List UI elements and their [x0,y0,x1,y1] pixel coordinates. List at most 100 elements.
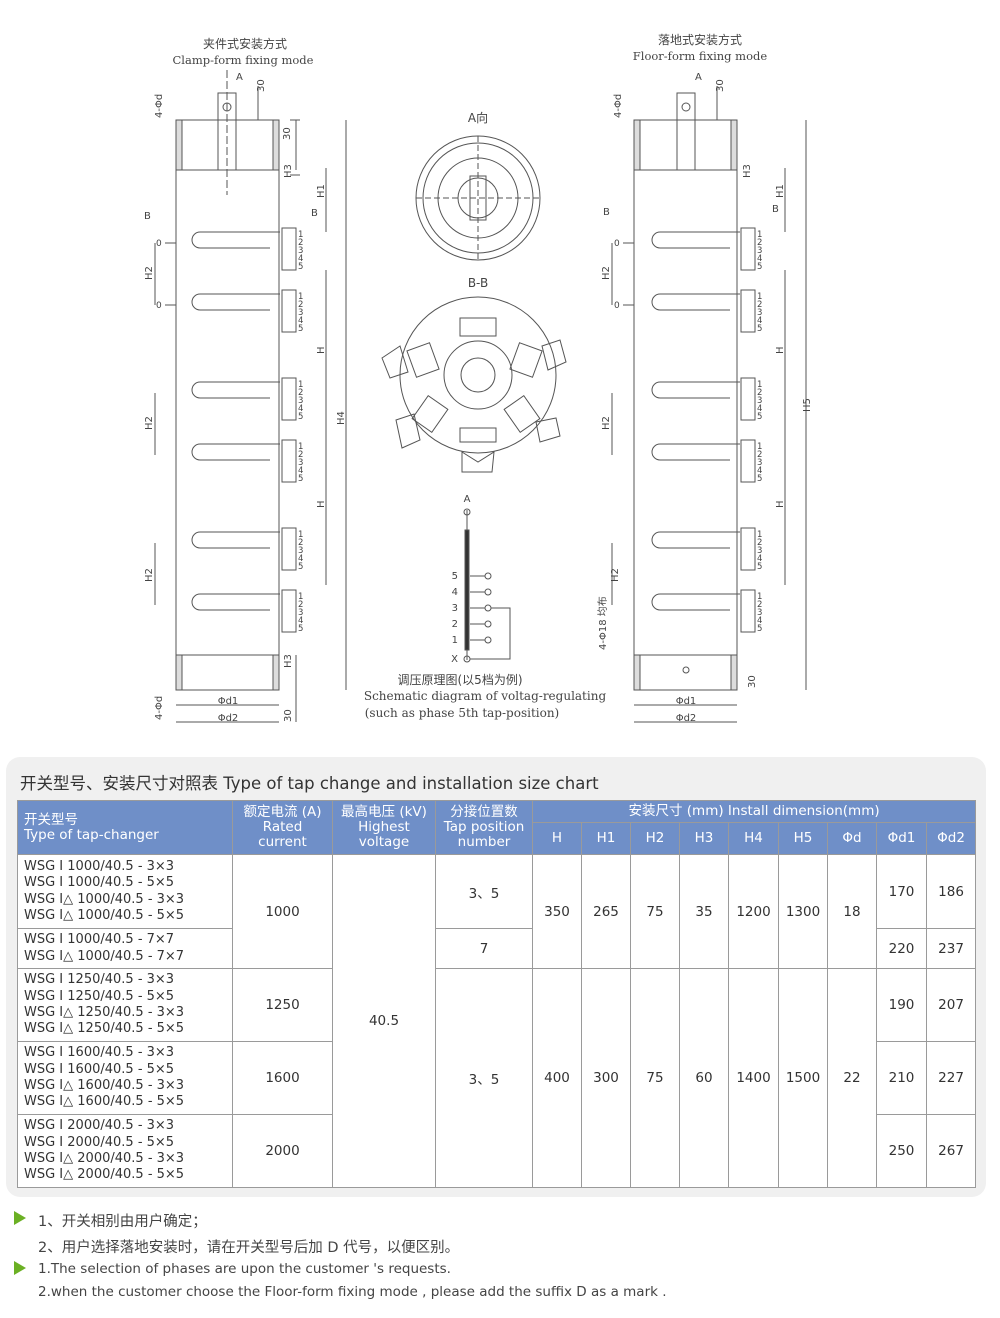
right-b-right: B [772,204,779,215]
schematic-tap-2: 2 [452,619,458,630]
contact-tap-number: 1 [298,292,303,302]
left-h2-2: H2 [144,416,155,430]
contact-tap-number: 3 [298,308,303,318]
contact-tap-number: 4 [298,404,303,414]
contact-tap-number: 3 [298,246,303,256]
note-en-1: 1.The selection of phases are upon the c… [38,1261,451,1277]
right-phid1: Φd1 [676,696,697,707]
left-4phid-top: 4-Φd [154,94,165,118]
contact-tap-number: 4 [298,466,303,476]
contact-tap-number: 3 [298,546,303,556]
contact-tap-number: 1 [298,230,303,240]
header-h3: H3 [679,822,729,855]
dim-h: 400 [532,968,582,1188]
schematic-tap-4: 4 [452,587,458,598]
right-4phid-top: 4-Φd [613,94,624,118]
dim-phid1: 220 [876,928,927,969]
section-bb-figure [381,296,567,473]
dim-h1: 265 [581,854,631,969]
header-h1: H1 [581,822,631,855]
dim-phid: 22 [827,968,877,1188]
contact-tap-number: 2 [298,538,303,548]
header-h: H [532,822,582,855]
contact-tap-number: 4 [757,404,762,414]
left-title-cn: 夹件式安装方式 [203,36,287,51]
dim-h4: 1200 [728,854,779,969]
right-h-2: H [775,500,786,508]
left-h3-top: H3 [283,164,294,178]
contact-tap-number: 4 [298,616,303,626]
dim-h2: 75 [630,968,680,1188]
clamp-form-view [154,70,347,723]
view-a-label: A向 [468,110,488,125]
left-dim-30-bottom: 30 [283,709,294,722]
contact-tap-number: 4 [298,316,303,326]
contact-tap-number: 2 [757,450,762,460]
left-h4: H4 [336,411,347,425]
rated-current: 1600 [232,1041,333,1115]
schematic-title-cn: 调压原理图(以5档为例) [398,673,523,687]
left-h3-bottom: H3 [283,654,294,668]
left-b-right: B [311,208,318,219]
contact-tap-number: 1 [298,442,303,452]
contact-tap-number: 5 [298,412,303,422]
dim-h3: 35 [679,854,729,969]
contact-tap-number: 3 [298,608,303,618]
right-h2-2: H2 [601,416,612,430]
contact-tap-number: 2 [757,600,762,610]
technical-drawing: 夹件式安装方式 Clamp-form fixing mode 落地式安装方式 F… [144,32,813,724]
contact-tap-number: 1 [757,230,762,240]
contact-tap-number: 3 [757,458,762,468]
header-h4: H4 [728,822,779,855]
note-cn-2: 2、用户选择落地安装时，请在开关型号后加 D 代号，以便区别。 [38,1240,460,1256]
left-b-left: B [144,211,151,222]
dim-phid1: 190 [876,968,927,1042]
contact-tap-number: 4 [757,616,762,626]
contact-tap-number: 2 [757,538,762,548]
contact-tap-number: 3 [757,608,762,618]
left-h1: H1 [316,184,327,198]
dim-phid1: 170 [876,854,927,929]
header-phid: Φd [827,822,877,855]
left-dim-30-side: 30 [282,127,293,140]
dim-h5: 1300 [778,854,828,969]
right-dim-30-bottom: 30 [747,675,758,688]
right-zero-2: 0 [614,301,620,311]
dim-phid2: 227 [925,1041,977,1115]
left-phid1: Φd1 [218,696,239,707]
schematic-x-label: X [451,654,458,665]
right-h5: H5 [802,398,813,412]
dim-h3: 60 [679,968,729,1188]
header-phid2: Φd2 [925,822,977,855]
right-title-cn: 落地式安装方式 [658,32,742,47]
left-title-en: Clamp-form fixing mode [173,53,314,67]
rated-current: 2000 [232,1114,333,1188]
dim-h2: 75 [630,854,680,969]
contact-tap-number: 2 [298,600,303,610]
right-phid2: Φd2 [676,713,697,724]
note-en-2: 2.when the customer choose the Floor-for… [38,1284,667,1300]
header-phid1: Φd1 [876,822,927,855]
right-h3-top: H3 [742,164,753,178]
left-h2-3: H2 [144,568,155,582]
left-h2-1: H2 [144,266,155,280]
right-h-1: H [775,346,786,354]
contact-tap-number: 3 [298,396,303,406]
contact-tap-number: 2 [298,300,303,310]
left-phid2: Φd2 [218,713,239,724]
contact-tap-number: 3 [757,308,762,318]
bullet-triangle-icon [14,1211,26,1225]
dim-phid1: 250 [876,1114,927,1188]
contact-tap-number: 2 [298,388,303,398]
contact-tap-number: 2 [757,238,762,248]
dim-h1: 300 [581,968,631,1188]
contact-tap-numbers: 1234512345123451234512345123451234512345… [298,230,762,634]
